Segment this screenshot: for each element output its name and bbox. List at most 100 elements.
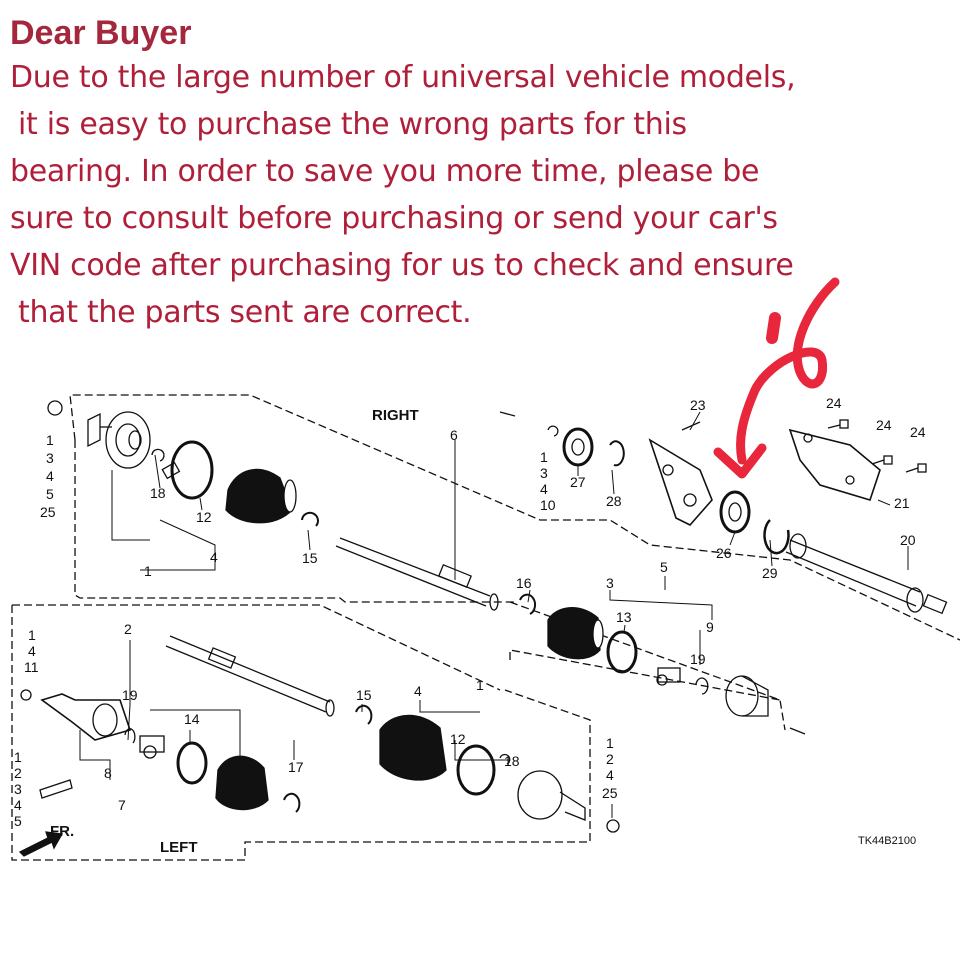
callout-24c: 24 (910, 424, 926, 440)
snap-ring-18 (151, 448, 165, 462)
tripod-joint (656, 667, 681, 686)
front-mark-label: FR. (50, 823, 74, 840)
band-17 (283, 792, 301, 813)
right-driveshaft (335, 537, 499, 611)
callout-1g: 1 (476, 677, 484, 693)
callout-1: 1 (46, 432, 54, 448)
callout-16: 16 (516, 575, 532, 591)
ring-19-left (124, 728, 136, 744)
callout-3d: 3 (606, 575, 614, 591)
callout-5f: 5 (14, 813, 22, 829)
ring-19 (695, 677, 709, 695)
callout-11: 11 (24, 659, 39, 675)
callout-12g: 12 (450, 731, 466, 747)
callout-4b: 4 (210, 549, 218, 565)
callout-3f: 3 (14, 781, 22, 797)
diagram-code: TK44B2100 (858, 835, 916, 847)
callout-6: 6 (450, 427, 458, 443)
callout-9: 9 (706, 619, 714, 635)
notice-line-2: it is easy to purchase the wrong parts f… (18, 107, 687, 142)
callout-17: 17 (288, 759, 304, 775)
band-15-left (355, 704, 373, 725)
callout-4f: 4 (14, 797, 22, 813)
callout-18g: 18 (504, 753, 520, 769)
band-12-left (456, 744, 496, 796)
boot-band-12 (161, 440, 214, 500)
callout-3: 3 (46, 450, 54, 466)
snap-ring-18-left (499, 753, 511, 765)
callout-1b: 1 (144, 563, 152, 579)
notice-heading: Dear Buyer (10, 14, 192, 52)
bearing-27 (562, 427, 594, 467)
callout-7: 7 (118, 797, 126, 813)
callout-27: 27 (570, 474, 586, 490)
notice-line-3: bearing. In order to save you more time,… (10, 154, 760, 189)
left-outer-boot (379, 714, 447, 781)
notice-line-5: VIN code after purchasing for us to chec… (10, 248, 794, 283)
callout-18: 18 (150, 485, 166, 501)
right-outer-cv-joint (87, 411, 151, 469)
frame-arrow-icon (499, 411, 516, 417)
left-outer-cv-joint (517, 770, 586, 821)
callout-13: 13 (616, 609, 632, 625)
left-driveshaft (165, 635, 335, 717)
callout-15: 15 (302, 550, 318, 566)
band-14 (176, 741, 208, 785)
red-annotation-arrow-icon (713, 277, 840, 479)
callout-15g: 15 (356, 687, 372, 703)
callout-5d: 5 (660, 559, 668, 575)
snap-ring-28 (609, 440, 625, 467)
left-tripod (139, 735, 165, 759)
right-outer-boot (225, 468, 297, 524)
bearing-26 (719, 490, 751, 534)
callout-4g: 4 (414, 683, 422, 699)
left-inner-housing (20, 689, 132, 741)
notice-line-4: sure to consult before purchasing or sen… (10, 201, 778, 236)
leader-lines (79, 411, 909, 818)
right-inner-housing (725, 675, 769, 717)
notice-block: Dear Buyer Due to the large number of un… (10, 12, 955, 336)
callout-5: 5 (46, 486, 54, 502)
snap-ring-29 (763, 519, 790, 555)
front-arrow-icon (18, 831, 64, 857)
callout-1e: 1 (28, 627, 36, 643)
callout-24b: 24 (876, 417, 892, 433)
callout-26: 26 (716, 545, 732, 561)
callout-4h: 4 (606, 767, 614, 783)
right-assembly-frame (69, 394, 960, 731)
callout-1h: 1 (606, 735, 614, 751)
callout-21: 21 (894, 495, 910, 511)
bolts-24 (827, 419, 927, 473)
callout-2: 2 (124, 621, 132, 637)
frame-arrow-icon-2 (789, 727, 806, 735)
callout-1f: 1 (14, 749, 22, 765)
bearing-bracket-23 (648, 421, 713, 526)
left-assembly-frame (11, 604, 781, 861)
nut-25-right (47, 400, 63, 416)
nut-25 (606, 819, 620, 833)
band-13 (606, 630, 638, 674)
callout-3c: 3 (540, 465, 548, 481)
callout-4: 4 (46, 468, 54, 484)
callout-14: 14 (184, 711, 200, 727)
right-inner-boot (547, 606, 604, 660)
intermediate-shaft-20 (785, 533, 948, 615)
callout-4c: 4 (540, 481, 548, 497)
callout-8: 8 (104, 765, 112, 781)
callout-29: 29 (762, 565, 778, 581)
heat-shield-21 (788, 428, 881, 501)
notice-line-1: Due to the large number of universal veh… (10, 60, 796, 95)
notice-line-6: that the parts sent are correct. (18, 295, 472, 330)
callout-4e: 4 (28, 643, 36, 659)
side-left-label: LEFT (160, 839, 198, 856)
dynamic-damper-key (39, 779, 73, 799)
callout-2f: 2 (14, 765, 22, 781)
left-inner-boot (215, 755, 269, 811)
callout-20: 20 (900, 532, 916, 548)
callout-12: 12 (196, 509, 212, 525)
callout-2h: 2 (606, 751, 614, 767)
callout-28: 28 (606, 493, 622, 509)
callout-25: 25 (40, 504, 56, 520)
callout-19: 19 (690, 651, 706, 667)
